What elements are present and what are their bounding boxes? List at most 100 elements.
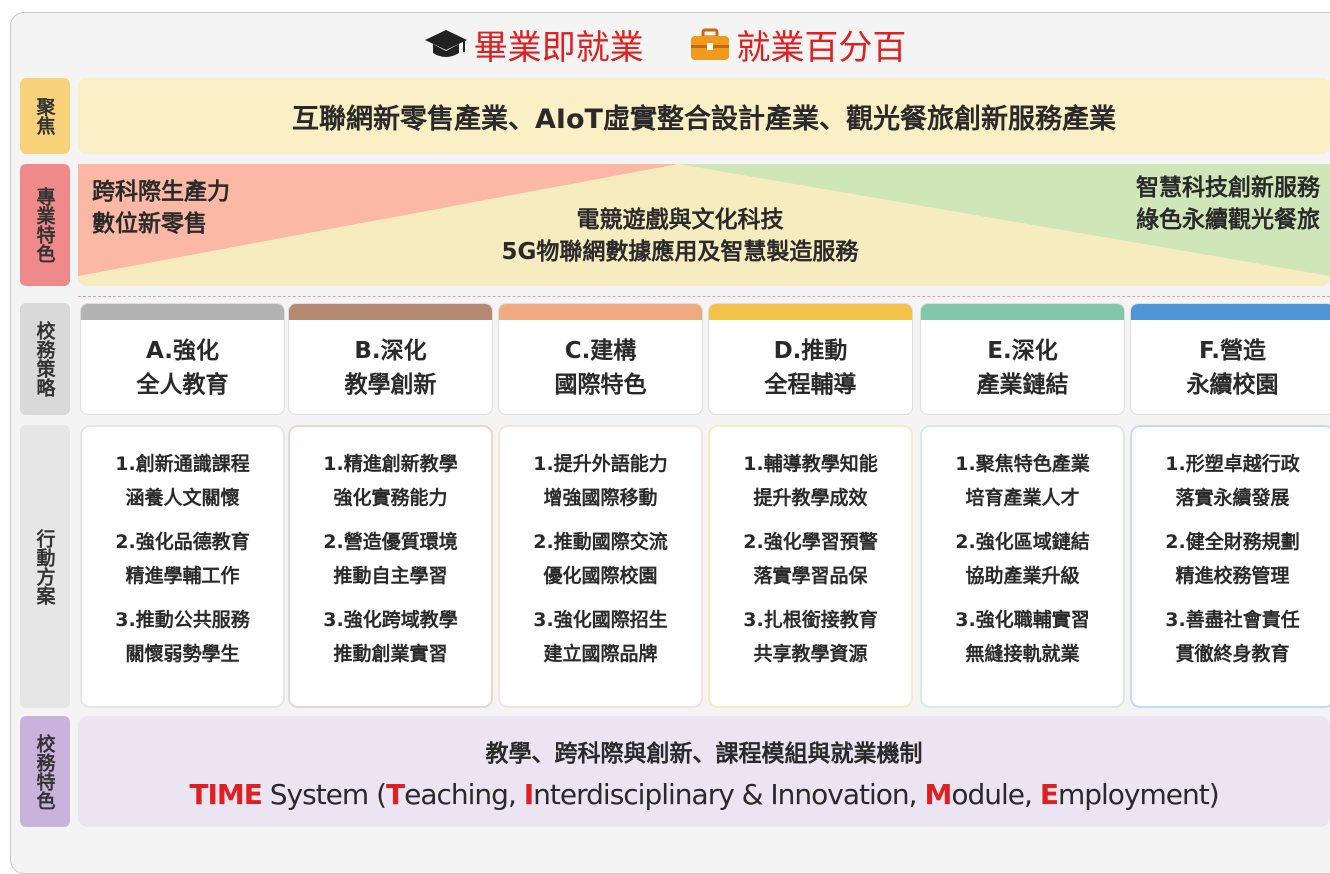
action-item-line: 增強國際移動 [543, 487, 658, 509]
feature-left: 跨科際生產力 數位新零售 [92, 176, 230, 240]
time-t-letter: T [386, 778, 405, 811]
time-line2: TIME System (Teaching, Interdisciplinary… [78, 778, 1330, 811]
action-item-line: 優化國際校園 [543, 565, 658, 587]
focus-label: 聚焦 [20, 78, 70, 154]
action-item: 1.形塑卓越行政落實永續發展 [1132, 447, 1330, 515]
action-item-line: 2.推動國際交流 [533, 531, 668, 553]
focus-text: 互聯網新零售產業、AIoT虛實整合設計產業、觀光餐旅創新服務產業 [292, 103, 1116, 135]
strategy-title: B.深化教學創新 [289, 334, 492, 402]
action-item-line: 2.強化學習預警 [743, 531, 878, 553]
action-label: 行動方案 [20, 425, 70, 708]
header-right: 就業百分百 [690, 20, 906, 71]
strategy-title-line2: 國際特色 [554, 372, 647, 398]
action-item-line: 貫徹終身教育 [1175, 643, 1290, 665]
action-item: 1.聚焦特色產業培育產業人才 [922, 447, 1123, 515]
action-item: 1.創新通識課程涵養人文關懷 [82, 447, 283, 515]
action-item-line: 2.強化區域鏈結 [955, 531, 1090, 553]
strategy-title-line2: 教學創新 [344, 372, 437, 398]
action-item-line: 2.健全財務規劃 [1165, 531, 1300, 553]
action-item-line: 1.輔導教學知能 [743, 453, 878, 475]
strategy-color-bar [499, 304, 702, 320]
action-item: 1.精進創新教學強化實務能力 [290, 447, 491, 515]
action-item: 1.提升外語能力增強國際移動 [500, 447, 701, 515]
strategy-title-line1: B.深化 [354, 338, 427, 364]
action-item: 2.強化學習預警落實學習品保 [710, 525, 911, 593]
action-item-line: 3.強化職輔實習 [955, 609, 1090, 631]
action-card: 1.聚焦特色產業培育產業人才 2.強化區域鏈結協助產業升級 3.強化職輔實習無縫接軌… [920, 425, 1125, 708]
strategy-color-bar [709, 304, 912, 320]
strategy-title: A.強化全人教育 [81, 334, 284, 402]
action-item-line: 3.推動公共服務 [115, 609, 250, 631]
action-item-line: 1.精進創新教學 [323, 453, 458, 475]
action-item: 3.善盡社會責任貫徹終身教育 [1132, 603, 1330, 671]
time-box: 教學、跨科際與創新、課程模組與就業機制 TIME System (Teachin… [78, 716, 1330, 827]
feature-left-line1: 跨科際生產力 [92, 179, 230, 205]
action-item-line: 強化實務能力 [333, 487, 448, 509]
time-acronym: TIME [189, 778, 263, 811]
time-i-rest: nterdisciplinary & Innovation, [533, 778, 925, 811]
action-item: 3.扎根銜接教育共享教學資源 [710, 603, 911, 671]
action-item-line: 1.提升外語能力 [533, 453, 668, 475]
action-item: 2.強化區域鏈結協助產業升級 [922, 525, 1123, 593]
action-item-line: 落實學習品保 [753, 565, 868, 587]
time-e-letter: E [1039, 778, 1059, 811]
time-label: 校務特色 [20, 716, 70, 827]
action-item-line: 3.強化跨域教學 [323, 609, 458, 631]
time-t-rest: eaching, [404, 778, 524, 811]
action-item-line: 推動創業實習 [333, 643, 448, 665]
time-line1: 教學、跨科際與創新、課程模組與就業機制 [485, 741, 923, 767]
action-item: 2.強化品德教育精進學輔工作 [82, 525, 283, 593]
action-card: 1.創新通識課程涵養人文關懷 2.強化品德教育精進學輔工作 3.推動公共服務關懷弱勢… [80, 425, 285, 708]
strategy-title-line2: 全程輔導 [764, 372, 857, 398]
strategy-title-line2: 產業鏈結 [976, 372, 1069, 398]
strategy-color-bar [289, 304, 492, 320]
action-item-line: 推動自主學習 [333, 565, 448, 587]
strategy-color-bar [81, 304, 284, 320]
time-i-letter: I [523, 778, 534, 811]
feature-label: 專業特色 [20, 164, 70, 286]
action-item-line: 2.營造優質環境 [323, 531, 458, 553]
action-item-line: 3.強化國際招生 [533, 609, 668, 631]
action-item-line: 精進校務管理 [1175, 565, 1290, 587]
action-card: 1.精進創新教學強化實務能力 2.營造優質環境推動自主學習 3.強化跨域教學推動創業… [288, 425, 493, 708]
action-item: 3.強化跨域教學推動創業實習 [290, 603, 491, 671]
strategy-color-bar [1131, 304, 1330, 320]
action-item: 2.推動國際交流優化國際校園 [500, 525, 701, 593]
strategy-card: A.強化全人教育 [80, 303, 285, 415]
header-right-text: 就業百分百 [736, 28, 907, 68]
strategy-title-line2: 全人教育 [136, 372, 229, 398]
action-item-line: 無縫接軌就業 [965, 643, 1080, 665]
strategy-card: B.深化教學創新 [288, 303, 493, 415]
strategy-card: C.建構國際特色 [498, 303, 703, 415]
feature-band [78, 164, 1330, 286]
strategy-label: 校務策略 [20, 303, 70, 415]
strategy-title: E.深化產業鏈結 [921, 334, 1124, 402]
strategy-title-line1: E.深化 [987, 338, 1058, 364]
strategy-title-line1: A.強化 [146, 338, 219, 364]
strategy-title: F.營造永續校園 [1131, 334, 1330, 402]
action-item-line: 3.善盡社會責任 [1165, 609, 1300, 631]
strategy-title: D.推動全程輔導 [709, 334, 912, 402]
strategy-card: E.深化產業鏈結 [920, 303, 1125, 415]
action-item-line: 2.強化品德教育 [115, 531, 250, 553]
action-item-line: 3.扎根銜接教育 [743, 609, 878, 631]
strategy-card: F.營造永續校園 [1130, 303, 1330, 415]
time-system: System ( [261, 778, 387, 811]
header-left-text: 畢業即就業 [473, 28, 644, 68]
feature-center: 電競遊戲與文化科技 5G物聯網數據應用及智慧製造服務 [430, 204, 930, 268]
focus-band [78, 78, 1330, 154]
feature-center-line1: 電競遊戲與文化科技 [576, 207, 784, 233]
strategy-title: C.建構國際特色 [499, 334, 702, 402]
time-m-letter: M [924, 778, 952, 811]
action-item-line: 協助產業升級 [965, 565, 1080, 587]
action-item-line: 關懷弱勢學生 [125, 643, 240, 665]
action-item: 2.營造優質環境推動自主學習 [290, 525, 491, 593]
briefcase-icon [690, 28, 730, 71]
strategy-title-line1: C.建構 [564, 338, 637, 364]
feature-center-line2: 5G物聯網數據應用及智慧製造服務 [501, 239, 859, 265]
action-item-line: 落實永續發展 [1175, 487, 1290, 509]
action-item-line: 提升教學成效 [753, 487, 868, 509]
feature-right-line2: 綠色永續觀光餐旅 [1136, 207, 1320, 233]
time-e-rest: mployment) [1057, 778, 1220, 811]
